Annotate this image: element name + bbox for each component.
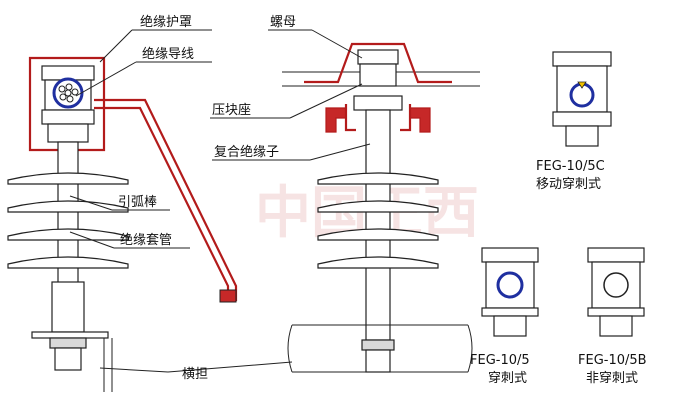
leader-nut xyxy=(268,29,363,59)
arc-rod xyxy=(94,98,238,302)
label-insulated-conductor: 绝缘导线 xyxy=(142,46,194,62)
middle-shed xyxy=(317,228,439,241)
label-insulating-sleeve: 绝缘套管 xyxy=(120,232,172,248)
middle-lower-cover-right xyxy=(409,107,431,133)
middle-shed xyxy=(317,200,439,213)
left-crossarm-plate xyxy=(31,331,109,339)
left-insulator xyxy=(7,56,238,392)
leader-composite xyxy=(212,143,371,161)
leader-crossarm xyxy=(99,361,293,373)
middle-core-rod xyxy=(365,109,391,341)
arc-rod-tip xyxy=(219,289,237,303)
leader-arc-rod xyxy=(69,195,170,211)
label-arc-rod: 引弧棒 xyxy=(118,195,157,210)
variant-5b-icon xyxy=(587,247,645,337)
leader-seat xyxy=(210,83,363,119)
leader-cover xyxy=(99,29,212,63)
middle-nut-top xyxy=(357,49,399,65)
left-nut xyxy=(54,347,82,371)
left-clamp-base xyxy=(47,123,89,143)
left-shed xyxy=(7,256,129,269)
label-crossarm: 横担 xyxy=(182,367,208,382)
variant-5-icon xyxy=(481,247,539,337)
leader-sleeve xyxy=(69,231,190,249)
variant-5c-model: FEG-10/5C xyxy=(536,159,605,174)
variant-5b-type: 非穿刺式 xyxy=(586,370,638,386)
variant-5-type: 穿刺式 xyxy=(488,370,527,386)
label-nut: 螺母 xyxy=(270,15,296,30)
variant-5c-icon xyxy=(552,51,612,147)
variant-5b-model: FEG-10/5B xyxy=(578,353,647,368)
left-protective-cover xyxy=(28,56,106,152)
variant-5c-type: 移动穿刺式 xyxy=(536,176,601,192)
middle-shed xyxy=(317,256,439,269)
middle-shed xyxy=(317,172,439,185)
label-insulating-cover: 绝缘护罩 xyxy=(140,14,192,30)
middle-clamp-body xyxy=(359,63,397,87)
middle-washer xyxy=(361,339,395,351)
variant-5-model: FEG-10/5 xyxy=(470,353,530,368)
middle-lower-cover-left xyxy=(325,107,347,133)
middle-top-cover xyxy=(304,42,452,84)
left-end-fitting xyxy=(51,281,85,333)
left-washer xyxy=(49,337,87,349)
middle-insulator xyxy=(282,42,480,373)
label-pressure-seat: 压块座 xyxy=(212,103,251,118)
middle-nut xyxy=(365,349,391,373)
left-bracket xyxy=(103,338,113,392)
left-shed xyxy=(7,200,129,213)
middle-pressure-seat xyxy=(353,95,403,111)
left-clamp-seat xyxy=(41,109,95,125)
leader-conductor xyxy=(75,61,212,97)
left-shed xyxy=(7,228,129,241)
left-shed xyxy=(7,172,129,185)
label-composite-insulator: 复合绝缘子 xyxy=(214,144,279,160)
